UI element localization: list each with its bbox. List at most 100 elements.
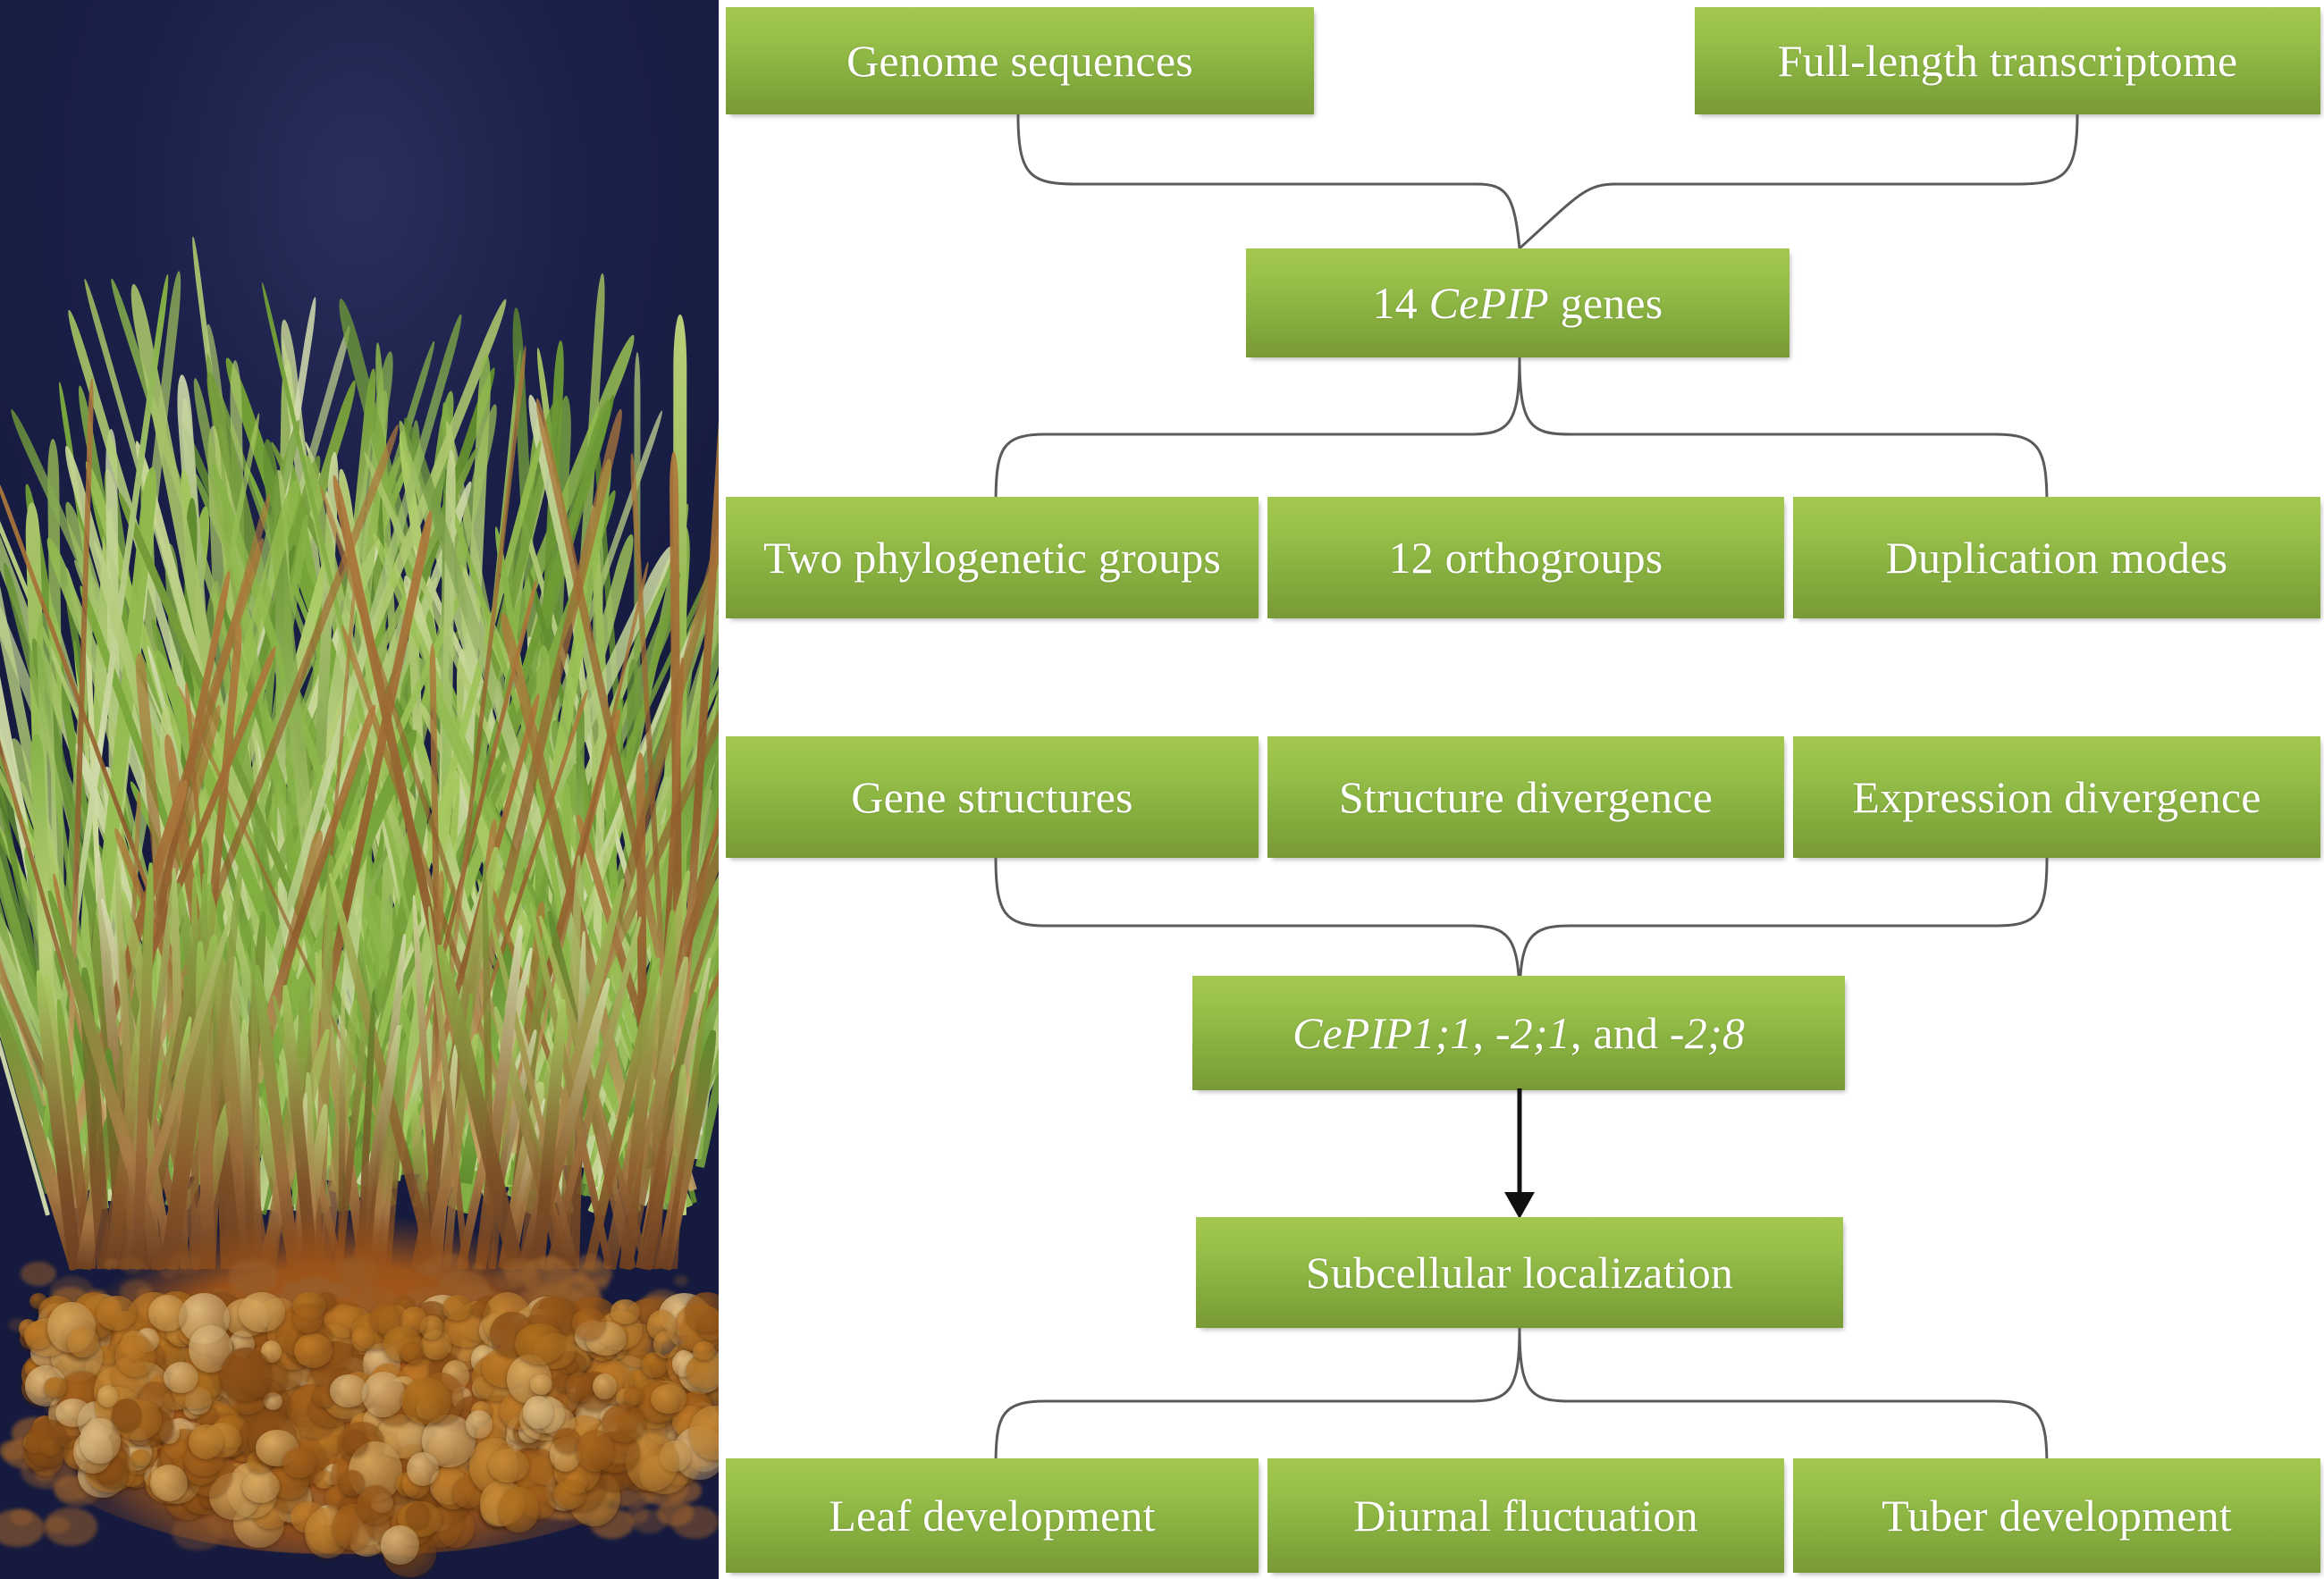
tuber bbox=[294, 1332, 333, 1368]
plant-photograph bbox=[0, 0, 719, 1579]
root-fuzz bbox=[333, 1256, 366, 1280]
node-full-length-transcriptome[interactable]: Full-length transcriptome bbox=[1695, 7, 2320, 114]
node-cepip-list[interactable]: CePIP1;1, -2;1, and -2;8 bbox=[1192, 976, 1845, 1090]
tuber bbox=[147, 1295, 187, 1332]
node-tuber-development[interactable]: Tuber development bbox=[1793, 1458, 2320, 1573]
root-fuzz bbox=[415, 1261, 436, 1276]
root-fuzz bbox=[21, 1261, 56, 1286]
root-fuzz bbox=[656, 1500, 695, 1527]
connector-arrow-down bbox=[1504, 1088, 1535, 1219]
tuber bbox=[111, 1398, 141, 1431]
root-fuzz bbox=[228, 1259, 279, 1294]
tuber bbox=[96, 1295, 138, 1331]
root-fuzz bbox=[503, 1257, 536, 1281]
flowchart: Genome sequences Full-length transcripto… bbox=[719, 0, 2324, 1579]
root-fuzz bbox=[576, 1254, 603, 1272]
root-fuzz bbox=[338, 1275, 379, 1305]
tuber bbox=[115, 1334, 156, 1378]
tuber bbox=[576, 1429, 615, 1473]
tuber bbox=[282, 1448, 316, 1478]
node-label-plain-1: , bbox=[1472, 1008, 1495, 1058]
tuber bbox=[189, 1424, 224, 1459]
tuber bbox=[351, 1326, 374, 1351]
tuber bbox=[97, 1384, 118, 1407]
node-label-italic-1: CePIP1;1 bbox=[1292, 1008, 1473, 1058]
tuber bbox=[651, 1383, 687, 1414]
node-two-phylogenetic-groups[interactable]: Two phylogenetic groups bbox=[726, 497, 1259, 618]
tuber bbox=[692, 1340, 716, 1361]
tuber bbox=[400, 1342, 425, 1364]
tuber bbox=[380, 1524, 420, 1565]
tuber bbox=[653, 1330, 678, 1359]
node-genome-sequences[interactable]: Genome sequences bbox=[726, 7, 1314, 114]
tuber bbox=[80, 1418, 121, 1464]
root-fuzz bbox=[169, 1252, 201, 1275]
node-label: Leaf development bbox=[829, 1491, 1156, 1541]
node-label-italic: CePIP bbox=[1428, 278, 1549, 328]
root-fuzz bbox=[417, 1261, 441, 1278]
node-12-orthogroups[interactable]: 12 orthogroups bbox=[1267, 497, 1784, 618]
tuber bbox=[241, 1470, 280, 1503]
node-label: Full-length transcriptome bbox=[1777, 36, 2238, 86]
node-duplication-modes[interactable]: Duplication modes bbox=[1793, 497, 2320, 618]
tuber bbox=[488, 1449, 529, 1482]
tuber bbox=[571, 1307, 607, 1340]
node-subcellular-localization[interactable]: Subcellular localization bbox=[1196, 1217, 1843, 1328]
node-label: Subcellular localization bbox=[1305, 1247, 1734, 1298]
tuber bbox=[330, 1374, 367, 1407]
root-fuzz bbox=[339, 1257, 380, 1286]
tuber bbox=[26, 1418, 69, 1467]
tuber bbox=[67, 1326, 99, 1358]
node-label-italic-3: -2;8 bbox=[1669, 1008, 1746, 1058]
tuber bbox=[131, 1449, 152, 1467]
tuber bbox=[623, 1385, 644, 1406]
node-label: 12 orthogroups bbox=[1388, 533, 1663, 583]
node-diurnal-fluctuation[interactable]: Diurnal fluctuation bbox=[1267, 1458, 1784, 1573]
node-label: Diurnal fluctuation bbox=[1353, 1491, 1698, 1541]
connector-brace-row1 bbox=[994, 357, 2049, 507]
connector-brace-row5 bbox=[994, 1327, 2049, 1468]
tuber bbox=[401, 1377, 452, 1425]
connector-brace-row0 bbox=[1016, 113, 2079, 250]
tuber bbox=[362, 1371, 406, 1417]
tuber bbox=[610, 1298, 640, 1325]
node-structure-divergence[interactable]: Structure divergence bbox=[1267, 736, 1784, 858]
node-label: CePIP1;1, -2;1, and -2;8 bbox=[1293, 1008, 1745, 1058]
tuber bbox=[407, 1451, 440, 1486]
root-fuzz bbox=[631, 1508, 667, 1534]
tuber bbox=[514, 1323, 565, 1365]
tuber bbox=[150, 1464, 188, 1501]
tuber bbox=[442, 1294, 474, 1321]
node-label-prefix: 14 bbox=[1372, 278, 1429, 328]
tuber bbox=[292, 1304, 323, 1333]
tuber bbox=[685, 1292, 719, 1333]
tuber bbox=[565, 1371, 594, 1402]
node-label: Genome sequences bbox=[846, 36, 1193, 86]
tuber bbox=[342, 1429, 368, 1457]
root-fuzz bbox=[361, 1287, 373, 1295]
node-label: Two phylogenetic groups bbox=[762, 533, 1222, 583]
tuber bbox=[466, 1410, 493, 1440]
node-gene-structures[interactable]: Gene structures bbox=[726, 736, 1259, 858]
node-label: Tuber development bbox=[1882, 1491, 2232, 1541]
tuber bbox=[356, 1485, 395, 1524]
root-fuzz bbox=[46, 1516, 70, 1533]
tuber bbox=[43, 1376, 68, 1398]
node-label-italic-2: -2;1 bbox=[1495, 1008, 1571, 1058]
node-leaf-development[interactable]: Leaf development bbox=[726, 1458, 1259, 1573]
root-fuzz bbox=[472, 1263, 484, 1272]
node-expression-divergence[interactable]: Expression divergence bbox=[1793, 736, 2320, 858]
node-label-suffix: genes bbox=[1548, 278, 1663, 328]
node-cepip-genes[interactable]: 14 CePIP genes bbox=[1246, 248, 1789, 357]
root-fuzz bbox=[9, 1508, 34, 1525]
root-fuzz bbox=[158, 1266, 178, 1280]
tuber bbox=[405, 1502, 431, 1528]
root-fuzz bbox=[119, 1256, 145, 1273]
root-fuzz bbox=[673, 1275, 688, 1286]
node-label: 14 CePIP genes bbox=[1373, 278, 1663, 328]
root-fuzz bbox=[172, 1515, 224, 1551]
tuber bbox=[552, 1479, 586, 1509]
tuber bbox=[529, 1374, 553, 1395]
tuber bbox=[499, 1486, 540, 1533]
